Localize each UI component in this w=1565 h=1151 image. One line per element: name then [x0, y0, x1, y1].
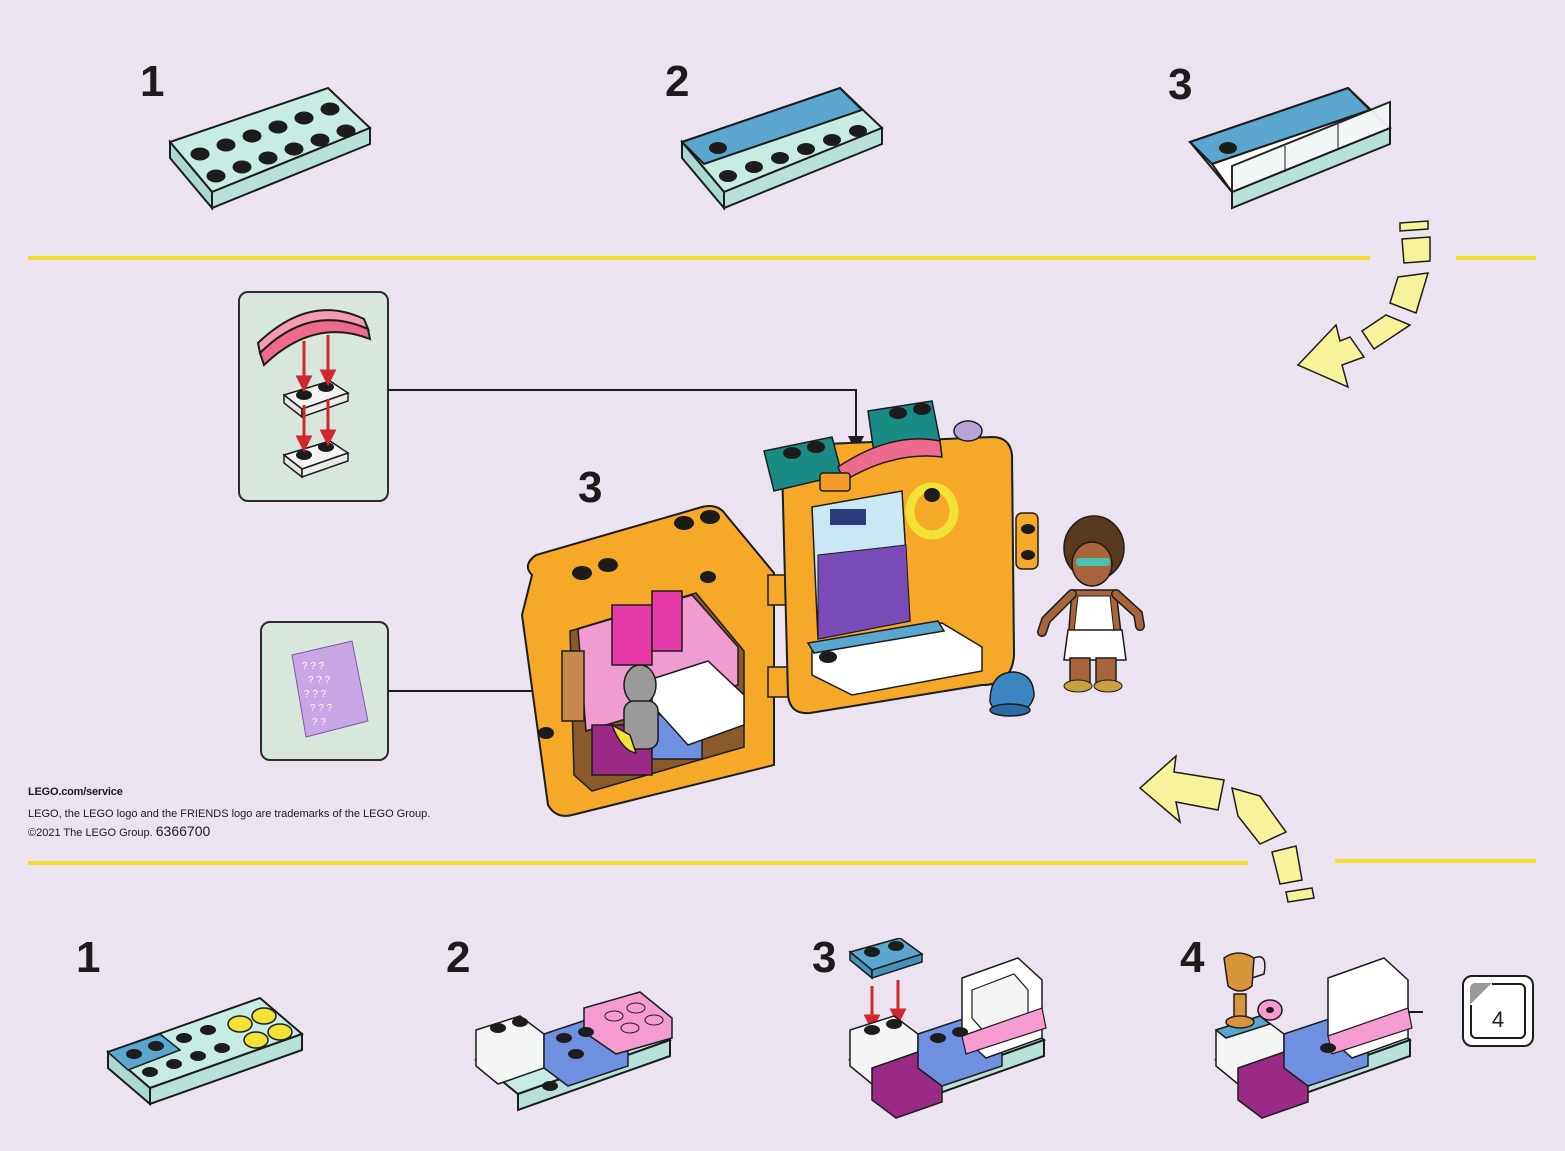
curved-arrow-down-icon [1290, 215, 1440, 390]
blue-cap-icon [984, 668, 1040, 720]
copyright-text: ©2021 The LEGO Group. [28, 827, 153, 839]
callout-sticker-box: ? ? ? ? ? ? ? ? ? ? ? ? ? ? [260, 621, 389, 761]
plate-with-trophy-icon [1208, 938, 1423, 1120]
cube-opened-icon [512, 395, 1042, 825]
service-link[interactable]: LEGO.com/service [28, 786, 430, 798]
svg-text:? ?: ? ? [312, 717, 326, 728]
plate-2x6-mint-icon [160, 80, 380, 215]
bottom-step-2-number: 2 [446, 936, 470, 980]
page-curl-icon [1470, 983, 1492, 1005]
plate-with-seat-icon [842, 938, 1057, 1120]
trademark-text: LEGO, the LEGO logo and the FRIENDS logo… [28, 808, 430, 820]
bottom-step-1-number: 1 [76, 936, 100, 980]
bottom-step-3-number: 3 [812, 936, 836, 980]
plate-with-yellow-studs-icon [100, 990, 315, 1120]
top-divider-right [1456, 256, 1536, 260]
svg-text:? ? ?: ? ? ? [304, 689, 327, 700]
plate-with-blue-tiles-icon [672, 80, 892, 215]
purple-sticker-sheet-icon: ? ? ? ? ? ? ? ? ? ? ? ? ? ? [262, 623, 387, 759]
bottom-divider-right [1335, 859, 1536, 863]
pink-arch-and-transparent-plates-icon [240, 293, 387, 500]
svg-text:? ? ?: ? ? ? [310, 703, 333, 714]
bottom-divider [28, 861, 1248, 865]
curved-arrow-up-icon [1136, 752, 1321, 907]
page-reference-number: 4 [1464, 1007, 1532, 1033]
svg-text:? ? ?: ? ? ? [302, 661, 325, 672]
product-code: 6366700 [156, 823, 211, 839]
svg-text:? ? ?: ? ? ? [308, 675, 331, 686]
minifigure-icon [1034, 512, 1146, 694]
page-reference-badge: 4 [1462, 975, 1534, 1047]
plate-with-transparent-bricks-icon [1182, 80, 1402, 215]
plate-with-bricks-icon [468, 990, 683, 1120]
callout-arch-box [238, 291, 389, 502]
top-divider [28, 256, 1370, 260]
bottom-step-4-number: 4 [1180, 936, 1204, 980]
footer: LEGO.com/service LEGO, the LEGO logo and… [28, 786, 430, 839]
